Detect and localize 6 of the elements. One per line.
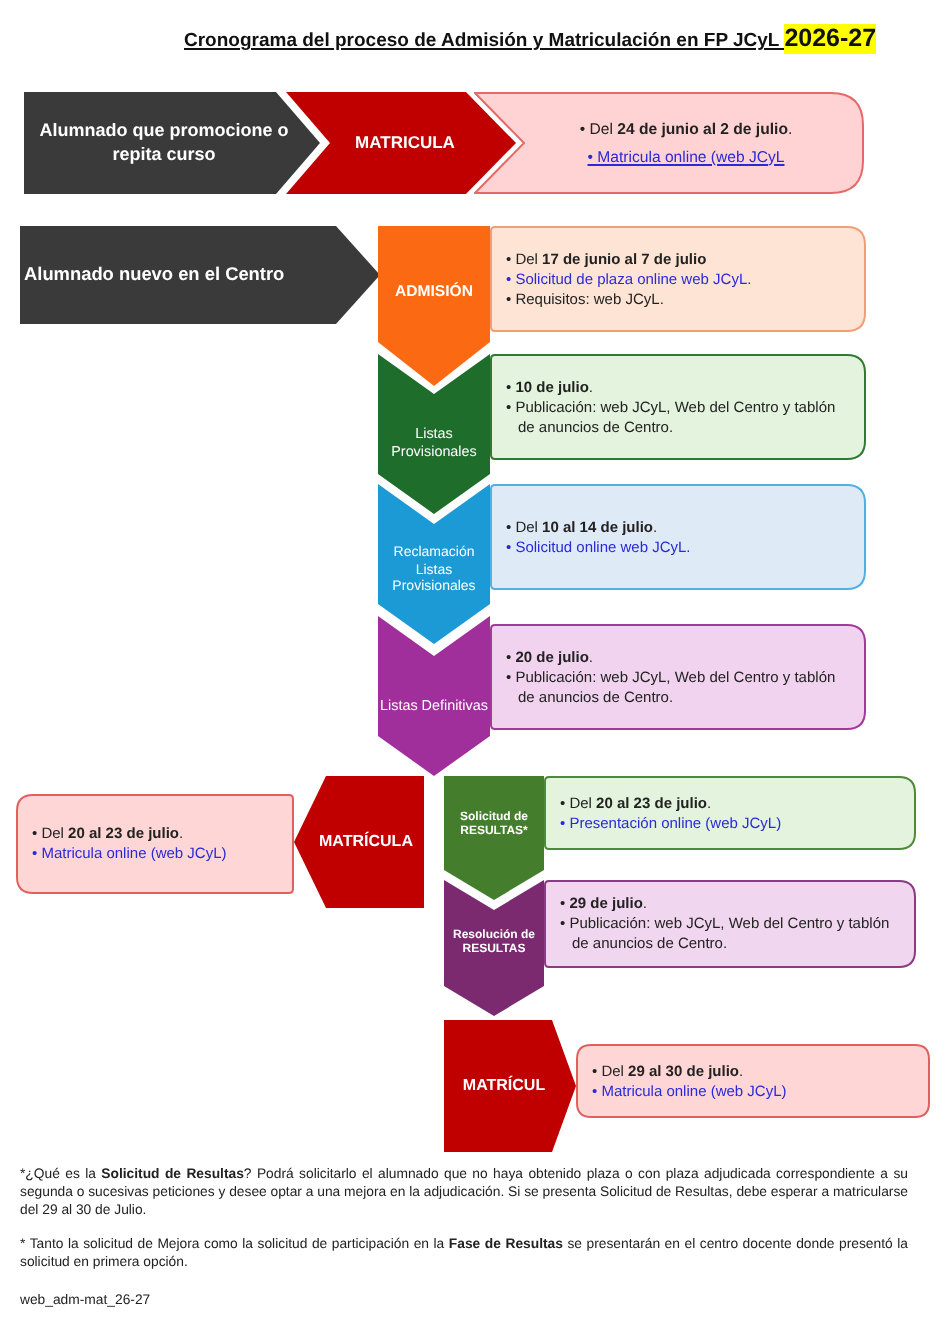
stage-label: MATRICULA — [353, 132, 457, 154]
stage-label: MATRÍCUL — [460, 1076, 548, 1096]
stage-label: Alumnado que promocione o repita curso — [37, 120, 291, 166]
page-title: Cronograma del proceso de Admisión y Matriculación en FP JCyL 2026-27 — [184, 24, 877, 56]
stage-label: Alumnado nuevo en el Centro — [24, 263, 287, 287]
stage-label: MATRÍCULA — [317, 832, 415, 852]
